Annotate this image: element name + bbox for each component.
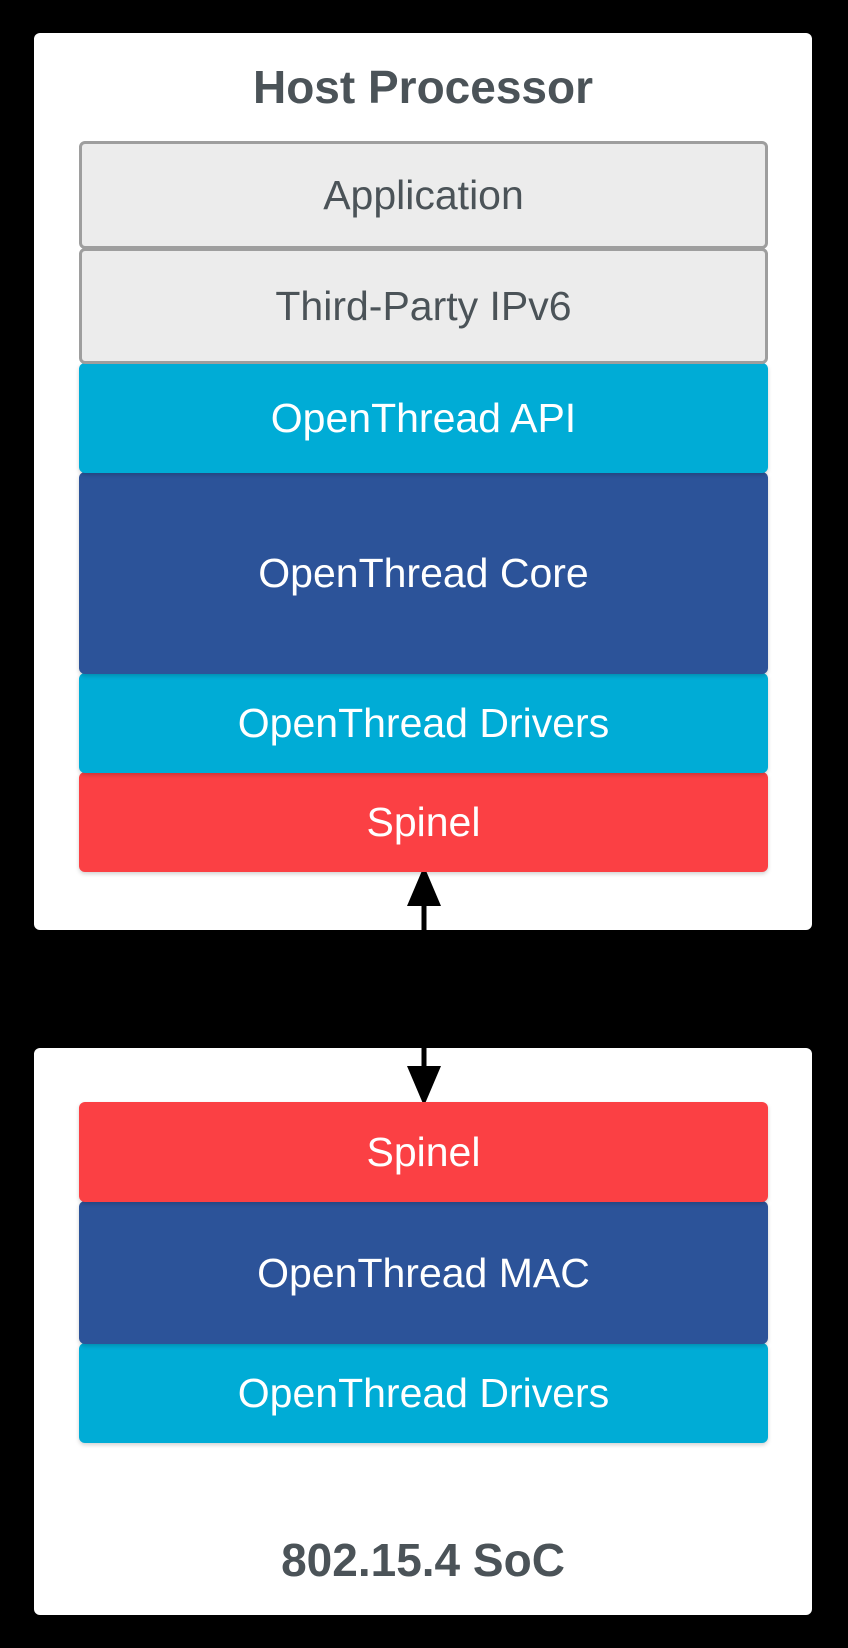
layer-openthread-core: OpenThread Core — [79, 472, 768, 674]
layer-spinel-host: Spinel — [79, 772, 768, 872]
host-processor-layer-stack: Application Third-Party IPv6 OpenThread … — [79, 141, 768, 872]
layer-spinel-host-label: Spinel — [366, 799, 481, 845]
layer-application-label: Application — [323, 172, 524, 218]
panel-802-15-4-soc-title: 802.15.4 SoC — [281, 1534, 565, 1586]
layer-openthread-core-label: OpenThread Core — [258, 550, 589, 596]
layer-third-party-ipv6: Third-Party IPv6 — [79, 248, 768, 364]
layer-spinel-soc: Spinel — [79, 1102, 768, 1202]
layer-openthread-drivers-host: OpenThread Drivers — [79, 673, 768, 773]
layer-openthread-drivers-soc-label: OpenThread Drivers — [237, 1370, 610, 1416]
layer-openthread-mac: OpenThread MAC — [79, 1201, 768, 1344]
layer-openthread-drivers-soc: OpenThread Drivers — [79, 1343, 768, 1443]
layer-application: Application — [79, 141, 768, 249]
layer-spinel-soc-label: Spinel — [366, 1129, 481, 1175]
layer-openthread-api-label: OpenThread API — [270, 395, 577, 441]
soc-layer-stack: Spinel OpenThread MAC OpenThread Drivers — [79, 1102, 768, 1443]
layer-openthread-api: OpenThread API — [79, 363, 768, 473]
layer-openthread-mac-label: OpenThread MAC — [257, 1249, 590, 1296]
layer-third-party-ipv6-label: Third-Party IPv6 — [275, 283, 572, 329]
layer-openthread-drivers-host-label: OpenThread Drivers — [237, 700, 610, 746]
panel-host-processor-title: Host Processor — [252, 61, 593, 113]
panel-host-processor: Host Processor Application Third-Party I… — [34, 33, 812, 930]
panel-802-15-4-soc: Spinel OpenThread MAC OpenThread Drivers… — [34, 1048, 812, 1615]
